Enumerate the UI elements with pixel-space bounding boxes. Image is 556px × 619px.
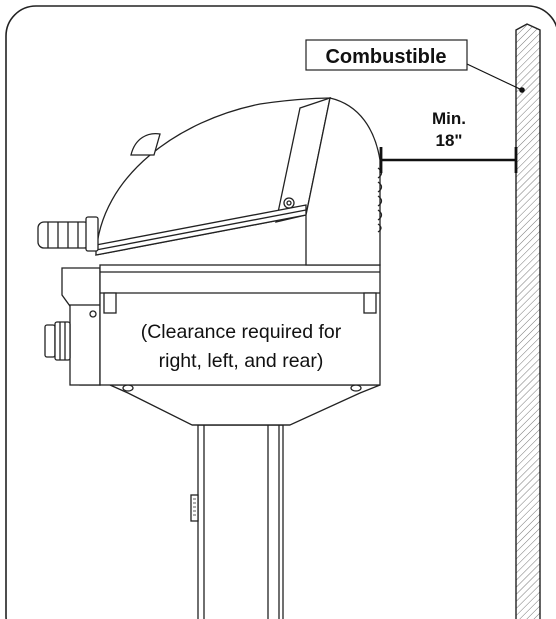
wall-leader bbox=[466, 63, 525, 93]
clearance-dimension bbox=[379, 147, 518, 173]
clearance-note-line2: right, left, and rear) bbox=[159, 350, 324, 372]
lid-handle bbox=[37, 216, 99, 252]
grill-lid bbox=[95, 97, 383, 266]
combustible-label: Combustible bbox=[305, 39, 468, 71]
grill-side-panel bbox=[44, 267, 101, 386]
clearance-value-text: 18" bbox=[436, 131, 463, 150]
clearance-note-line1: (Clearance required for bbox=[141, 321, 342, 343]
grill-pedestal bbox=[190, 424, 284, 619]
clearance-min-text: Min. bbox=[432, 109, 466, 128]
combustible-text: Combustible bbox=[325, 46, 446, 68]
combustible-wall bbox=[515, 23, 541, 619]
